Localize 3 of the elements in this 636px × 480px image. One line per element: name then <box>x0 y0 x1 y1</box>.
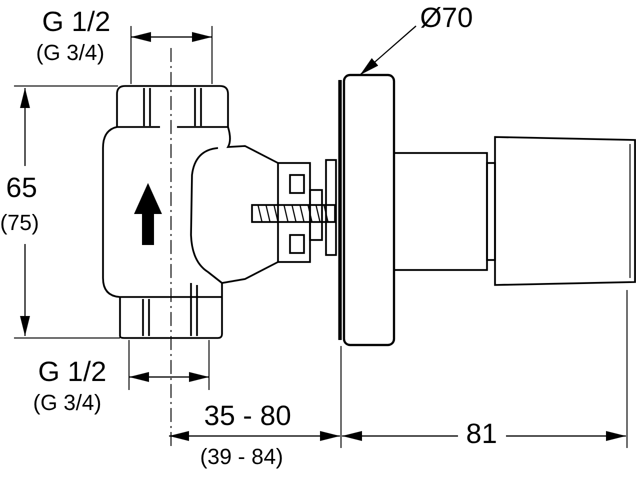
cover-plate <box>342 74 396 346</box>
leader-line <box>360 26 416 76</box>
dimension-text: Ø70 <box>420 2 473 34</box>
